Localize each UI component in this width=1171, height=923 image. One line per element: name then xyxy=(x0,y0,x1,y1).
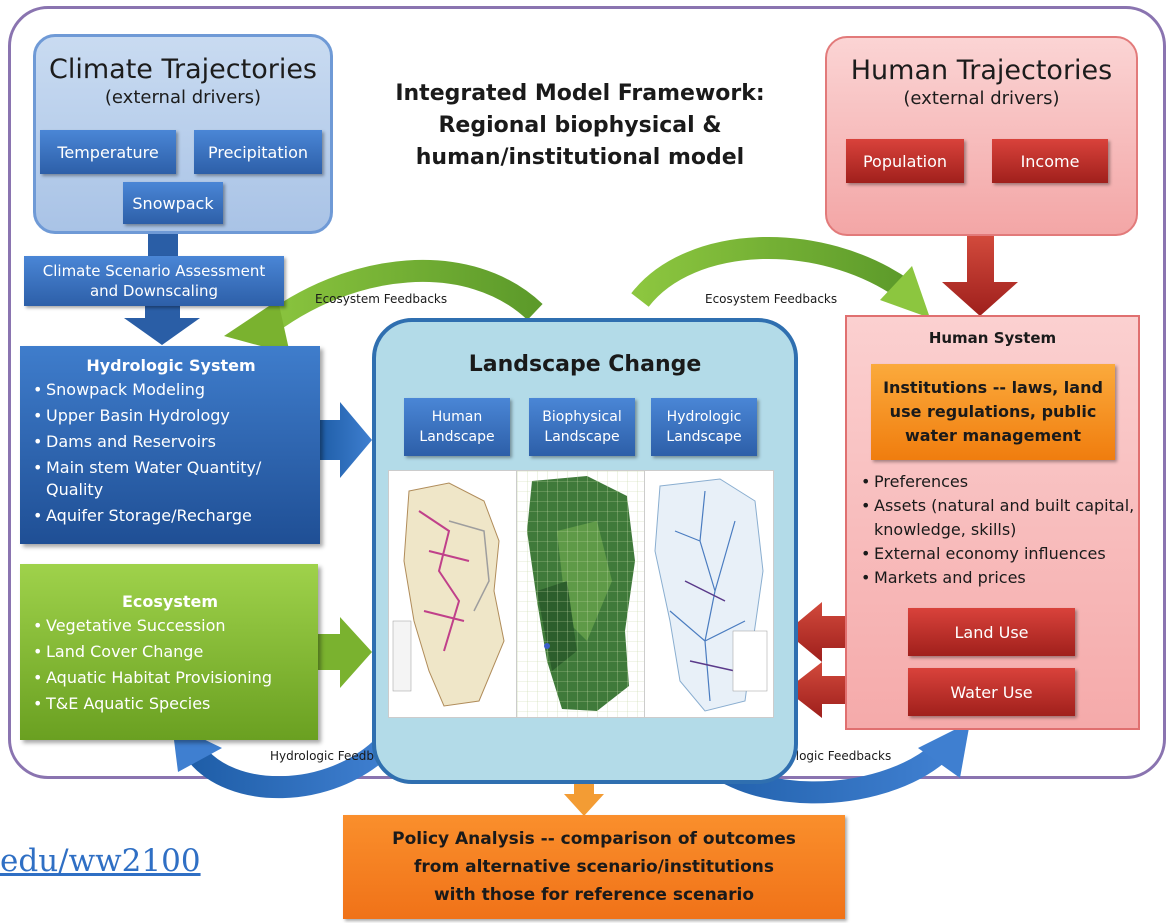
eco-feedback-left xyxy=(255,259,543,339)
institutions-line3: water management xyxy=(904,426,1082,445)
hydrologic-landscape-map xyxy=(644,470,774,718)
institutions-line2: use regulations, public xyxy=(889,402,1097,421)
human-landscape-line1: Human xyxy=(431,409,483,425)
ecosystem-panel: Ecosystem Vegetative Succession Land Cov… xyxy=(20,564,318,740)
biophysical-landscape-line2: Landscape xyxy=(544,429,620,445)
income-box: Income xyxy=(992,139,1108,183)
list-item: T&E Aquatic Species xyxy=(33,691,308,717)
climate-subtitle: (external drivers) xyxy=(104,87,262,108)
population-box: Population xyxy=(846,139,964,183)
water-use-box: Water Use xyxy=(908,668,1075,716)
human-landscape-line2: Landscape xyxy=(419,429,495,445)
list-item: External economy influences xyxy=(861,542,1135,566)
scenario-down-arrow xyxy=(124,300,200,345)
eco-feedback-right-label: Ecosystem Feedbacks xyxy=(705,292,838,306)
policy-line1: Policy Analysis -- comparison of outcome… xyxy=(392,829,796,849)
eco-to-landscape-arrow xyxy=(318,617,372,688)
human-landscape-box: Human Landscape xyxy=(404,398,510,456)
hydrologic-system-panel: Hydrologic System Snowpack Modeling Uppe… xyxy=(20,346,320,544)
list-item: Aquifer Storage/Recharge xyxy=(33,503,310,529)
list-item: Dams and Reservoirs xyxy=(33,429,310,455)
list-item: Upper Basin Hydrology xyxy=(33,403,310,429)
list-item: Land Cover Change xyxy=(33,639,308,665)
human-system-title: Human System xyxy=(928,329,1057,347)
hydrologic-landscape-box: Hydrologic Landscape xyxy=(651,398,757,456)
heading-line1: Integrated Model Framework: xyxy=(395,81,765,106)
ecosystem-list: Vegetative Succession Land Cover Change … xyxy=(32,613,308,717)
website-link[interactable]: edu/ww2100 xyxy=(0,843,201,879)
heading-line2: Regional biophysical & xyxy=(438,113,722,138)
policy-line2: from alternative scenario/institutions xyxy=(414,857,774,877)
biophysical-landscape-map xyxy=(516,470,646,718)
hydro-feedback-left-label: Hydrologic Feedbacks xyxy=(270,749,402,763)
list-item: Snowpack Modeling xyxy=(33,377,310,403)
list-item: Markets and prices xyxy=(861,566,1135,590)
human-trajectories-panel: Human Trajectories (external drivers) xyxy=(825,36,1138,236)
policy-analysis-box: Policy Analysis -- comparison of outcome… xyxy=(343,815,845,919)
biophysical-landscape-box: Biophysical Landscape xyxy=(529,398,635,456)
eco-feedback-left-label: Ecosystem Feedbacks xyxy=(315,292,448,306)
climate-down-stem xyxy=(148,234,178,256)
landscape-title: Landscape Change xyxy=(468,352,702,377)
scenario-line2: and Downscaling xyxy=(89,282,219,300)
human-traj-subtitle: (external drivers) xyxy=(903,88,1060,109)
policy-line3: with those for reference scenario xyxy=(433,885,755,905)
eco-feedback-right xyxy=(631,237,912,308)
heading-line3: human/institutional model xyxy=(415,145,745,170)
hydrologic-list: Snowpack Modeling Upper Basin Hydrology … xyxy=(32,377,310,529)
human-landscape-map xyxy=(388,470,518,718)
hydrologic-landscape-line1: Hydrologic xyxy=(666,409,742,425)
hydro-feedback-left xyxy=(186,736,393,799)
institutions-line1: Institutions -- laws, land xyxy=(883,378,1103,397)
list-item: Aquatic Habitat Provisioning xyxy=(33,665,308,691)
list-item: Preferences xyxy=(861,470,1135,494)
human-down-arrow xyxy=(942,236,1018,316)
hydrologic-landscape-line2: Landscape xyxy=(666,429,742,445)
human-traj-title: Human Trajectories xyxy=(850,55,1113,86)
land-use-box: Land Use xyxy=(908,608,1075,656)
hydro-to-landscape-arrow xyxy=(320,402,372,478)
temperature-box: Temperature xyxy=(40,130,176,174)
ecosystem-title: Ecosystem xyxy=(121,592,219,611)
scenario-assessment-box: Climate Scenario Assessment and Downscal… xyxy=(24,256,284,306)
human-system-list: Preferences Assets (natural and built ca… xyxy=(860,470,1135,590)
snowpack-box: Snowpack xyxy=(123,182,223,224)
precipitation-box: Precipitation xyxy=(194,130,322,174)
biophysical-landscape-line1: Biophysical xyxy=(542,409,622,425)
list-item: Assets (natural and built capital, knowl… xyxy=(861,494,1135,542)
hydrologic-title: Hydrologic System xyxy=(86,356,256,375)
list-item: Vegetative Succession xyxy=(33,613,308,639)
scenario-line1: Climate Scenario Assessment xyxy=(42,262,266,280)
institutions-box: Institutions -- laws, land use regulatio… xyxy=(871,364,1115,460)
framework-heading: Integrated Model Framework: Regional bio… xyxy=(380,78,780,174)
list-item: Main stem Water Quantity/ Quality xyxy=(33,455,310,503)
human-system-list-wrap: Preferences Assets (natural and built ca… xyxy=(860,470,1135,590)
climate-title: Climate Trajectories xyxy=(49,54,317,85)
